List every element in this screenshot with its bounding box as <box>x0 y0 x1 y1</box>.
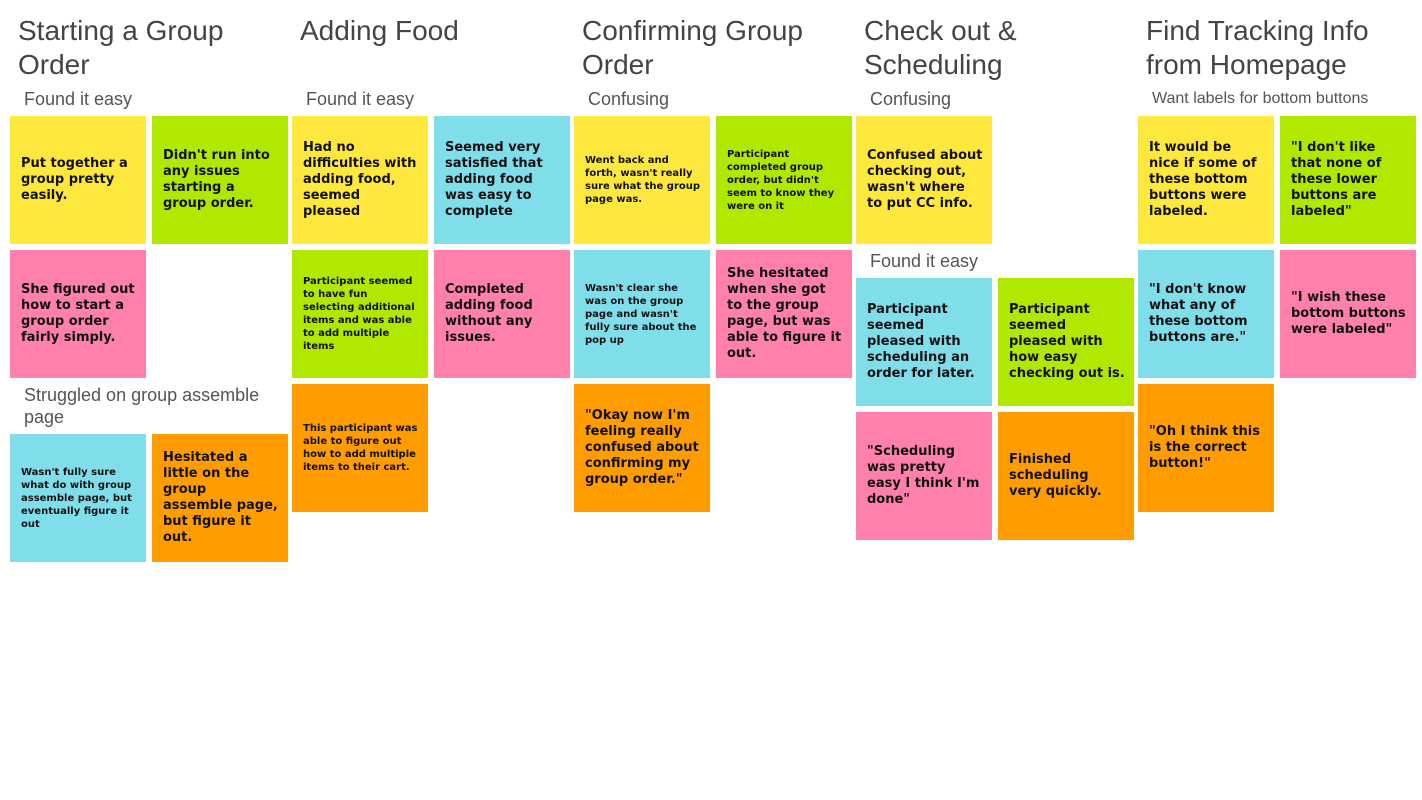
sticky-note-text: She figured out how to start a group ord… <box>21 282 135 345</box>
sticky-note-text: It would be nice if some of these bottom… <box>1149 140 1257 219</box>
sticky-note-text: Had no difficulties with adding food, se… <box>303 140 417 219</box>
sticky-note-text: Completed adding food without any issues… <box>445 282 533 345</box>
sticky-note-text: Participant seemed pleased with scheduli… <box>867 302 975 381</box>
sticky-note-group: Confused about checking out, wasn't wher… <box>856 116 1134 244</box>
sticky-note-group: Had no difficulties with adding food, se… <box>292 116 570 512</box>
sticky-note-pink[interactable]: "Scheduling was pretty easy I think I'm … <box>856 412 992 540</box>
sticky-note-orange[interactable]: Hesitated a little on the group assemble… <box>152 434 288 562</box>
sticky-note-yellow[interactable]: Confused about checking out, wasn't wher… <box>856 116 992 244</box>
column-title: Check out & Scheduling <box>864 15 1017 80</box>
sticky-note-pink[interactable]: She hesitated when she got to the group … <box>716 250 852 378</box>
sticky-note-green[interactable]: Participant completed group order, but d… <box>716 116 852 244</box>
sticky-note-text: Wasn't clear she was on the group page a… <box>585 282 697 346</box>
sticky-note-cyan[interactable]: "I don't know what any of these bottom b… <box>1138 250 1274 378</box>
sticky-note-text: Participant seemed pleased with how easy… <box>1009 302 1125 381</box>
sticky-note-text: Confused about checking out, wasn't wher… <box>867 148 983 211</box>
sticky-note-pink[interactable]: She figured out how to start a group ord… <box>10 250 146 378</box>
sticky-note-text: "I wish these bottom buttons were labele… <box>1291 290 1406 337</box>
sticky-note-text: "Scheduling was pretty easy I think I'm … <box>867 444 980 507</box>
sticky-note-text: Didn't run into any issues starting a gr… <box>163 148 270 211</box>
sticky-note-orange[interactable]: Finished scheduling very quickly. <box>998 412 1134 540</box>
sticky-note-group: Wasn't fully sure what do with group ass… <box>10 434 288 562</box>
sticky-note-group: Participant seemed pleased with scheduli… <box>856 278 1134 540</box>
sticky-note-text: Participant completed group order, but d… <box>727 148 835 212</box>
sticky-note-text: "Oh I think this is the correct button!" <box>1149 424 1260 471</box>
sticky-note-green[interactable]: Participant seemed pleased with how easy… <box>998 278 1134 406</box>
group-label-found-it-easy: Found it easy <box>870 251 979 271</box>
sticky-note-cyan[interactable]: Seemed very satisfied that adding food w… <box>434 116 570 244</box>
group-label-confusing: Confusing <box>870 89 952 109</box>
sticky-note-group: It would be nice if some of these bottom… <box>1138 116 1416 512</box>
sticky-note-text: Hesitated a little on the group assemble… <box>163 450 278 545</box>
group-label-found-it-easy: Found it easy <box>24 89 133 109</box>
sticky-note-yellow[interactable]: Had no difficulties with adding food, se… <box>292 116 428 244</box>
sticky-note-text: Wasn't fully sure what do with group ass… <box>21 466 132 530</box>
sticky-note-green[interactable]: Participant seemed to have fun selecting… <box>292 250 428 378</box>
group-label-confusing: Confusing <box>588 89 670 109</box>
sticky-note-text: Participant seemed to have fun selecting… <box>303 276 415 352</box>
sticky-note-text: This participant was able to figure out … <box>303 423 418 473</box>
group-label-want-labels-for-bottom-buttons: Want labels for bottom buttons <box>1152 90 1369 107</box>
sticky-note-green[interactable]: Didn't run into any issues starting a gr… <box>152 116 288 244</box>
column-title: Adding Food <box>300 15 459 46</box>
sticky-note-yellow[interactable]: Put together a group pretty easily. <box>10 116 146 244</box>
sticky-note-text: "I don't know what any of these bottom b… <box>1149 282 1248 345</box>
group-label-struggled-on-group-assemble-page: Struggled on group assemble page <box>24 385 260 427</box>
column-title: Starting a Group Order <box>18 15 224 80</box>
sticky-note-group: Went back and forth, wasn't really sure … <box>574 116 852 512</box>
sticky-note-cyan[interactable]: Wasn't fully sure what do with group ass… <box>10 434 146 562</box>
sticky-note-pink[interactable]: Completed adding food without any issues… <box>434 250 570 378</box>
sticky-note-green[interactable]: "I don't like that none of these lower b… <box>1280 116 1416 244</box>
sticky-note-pink[interactable]: "I wish these bottom buttons were labele… <box>1280 250 1416 378</box>
group-label-found-it-easy: Found it easy <box>306 89 415 109</box>
sticky-note-yellow[interactable]: Went back and forth, wasn't really sure … <box>574 116 710 244</box>
sticky-note-orange[interactable]: "Okay now I'm feeling really confused ab… <box>574 384 710 512</box>
column-title: Find Tracking Info from Homepage <box>1146 15 1369 80</box>
sticky-note-text: Finished scheduling very quickly. <box>1009 452 1102 499</box>
sticky-note-text: "I don't like that none of these lower b… <box>1291 140 1382 219</box>
sticky-note-text: Seemed very satisfied that adding food w… <box>445 140 543 219</box>
sticky-note-orange[interactable]: This participant was able to figure out … <box>292 384 428 512</box>
sticky-note-text: Put together a group pretty easily. <box>21 156 128 203</box>
sticky-note-yellow[interactable]: It would be nice if some of these bottom… <box>1138 116 1274 244</box>
sticky-note-text: She hesitated when she got to the group … <box>727 266 842 361</box>
column-title: Confirming Group Order <box>582 15 803 80</box>
sticky-note-group: Put together a group pretty easily. Didn'… <box>10 116 288 378</box>
sticky-note-cyan[interactable]: Participant seemed pleased with scheduli… <box>856 278 992 406</box>
sticky-note-text: "Okay now I'm feeling really confused ab… <box>585 408 699 487</box>
sticky-note-cyan[interactable]: Wasn't clear she was on the group page a… <box>574 250 710 378</box>
sticky-note-text: Went back and forth, wasn't really sure … <box>585 155 701 205</box>
sticky-note-orange[interactable]: "Oh I think this is the correct button!" <box>1138 384 1274 512</box>
